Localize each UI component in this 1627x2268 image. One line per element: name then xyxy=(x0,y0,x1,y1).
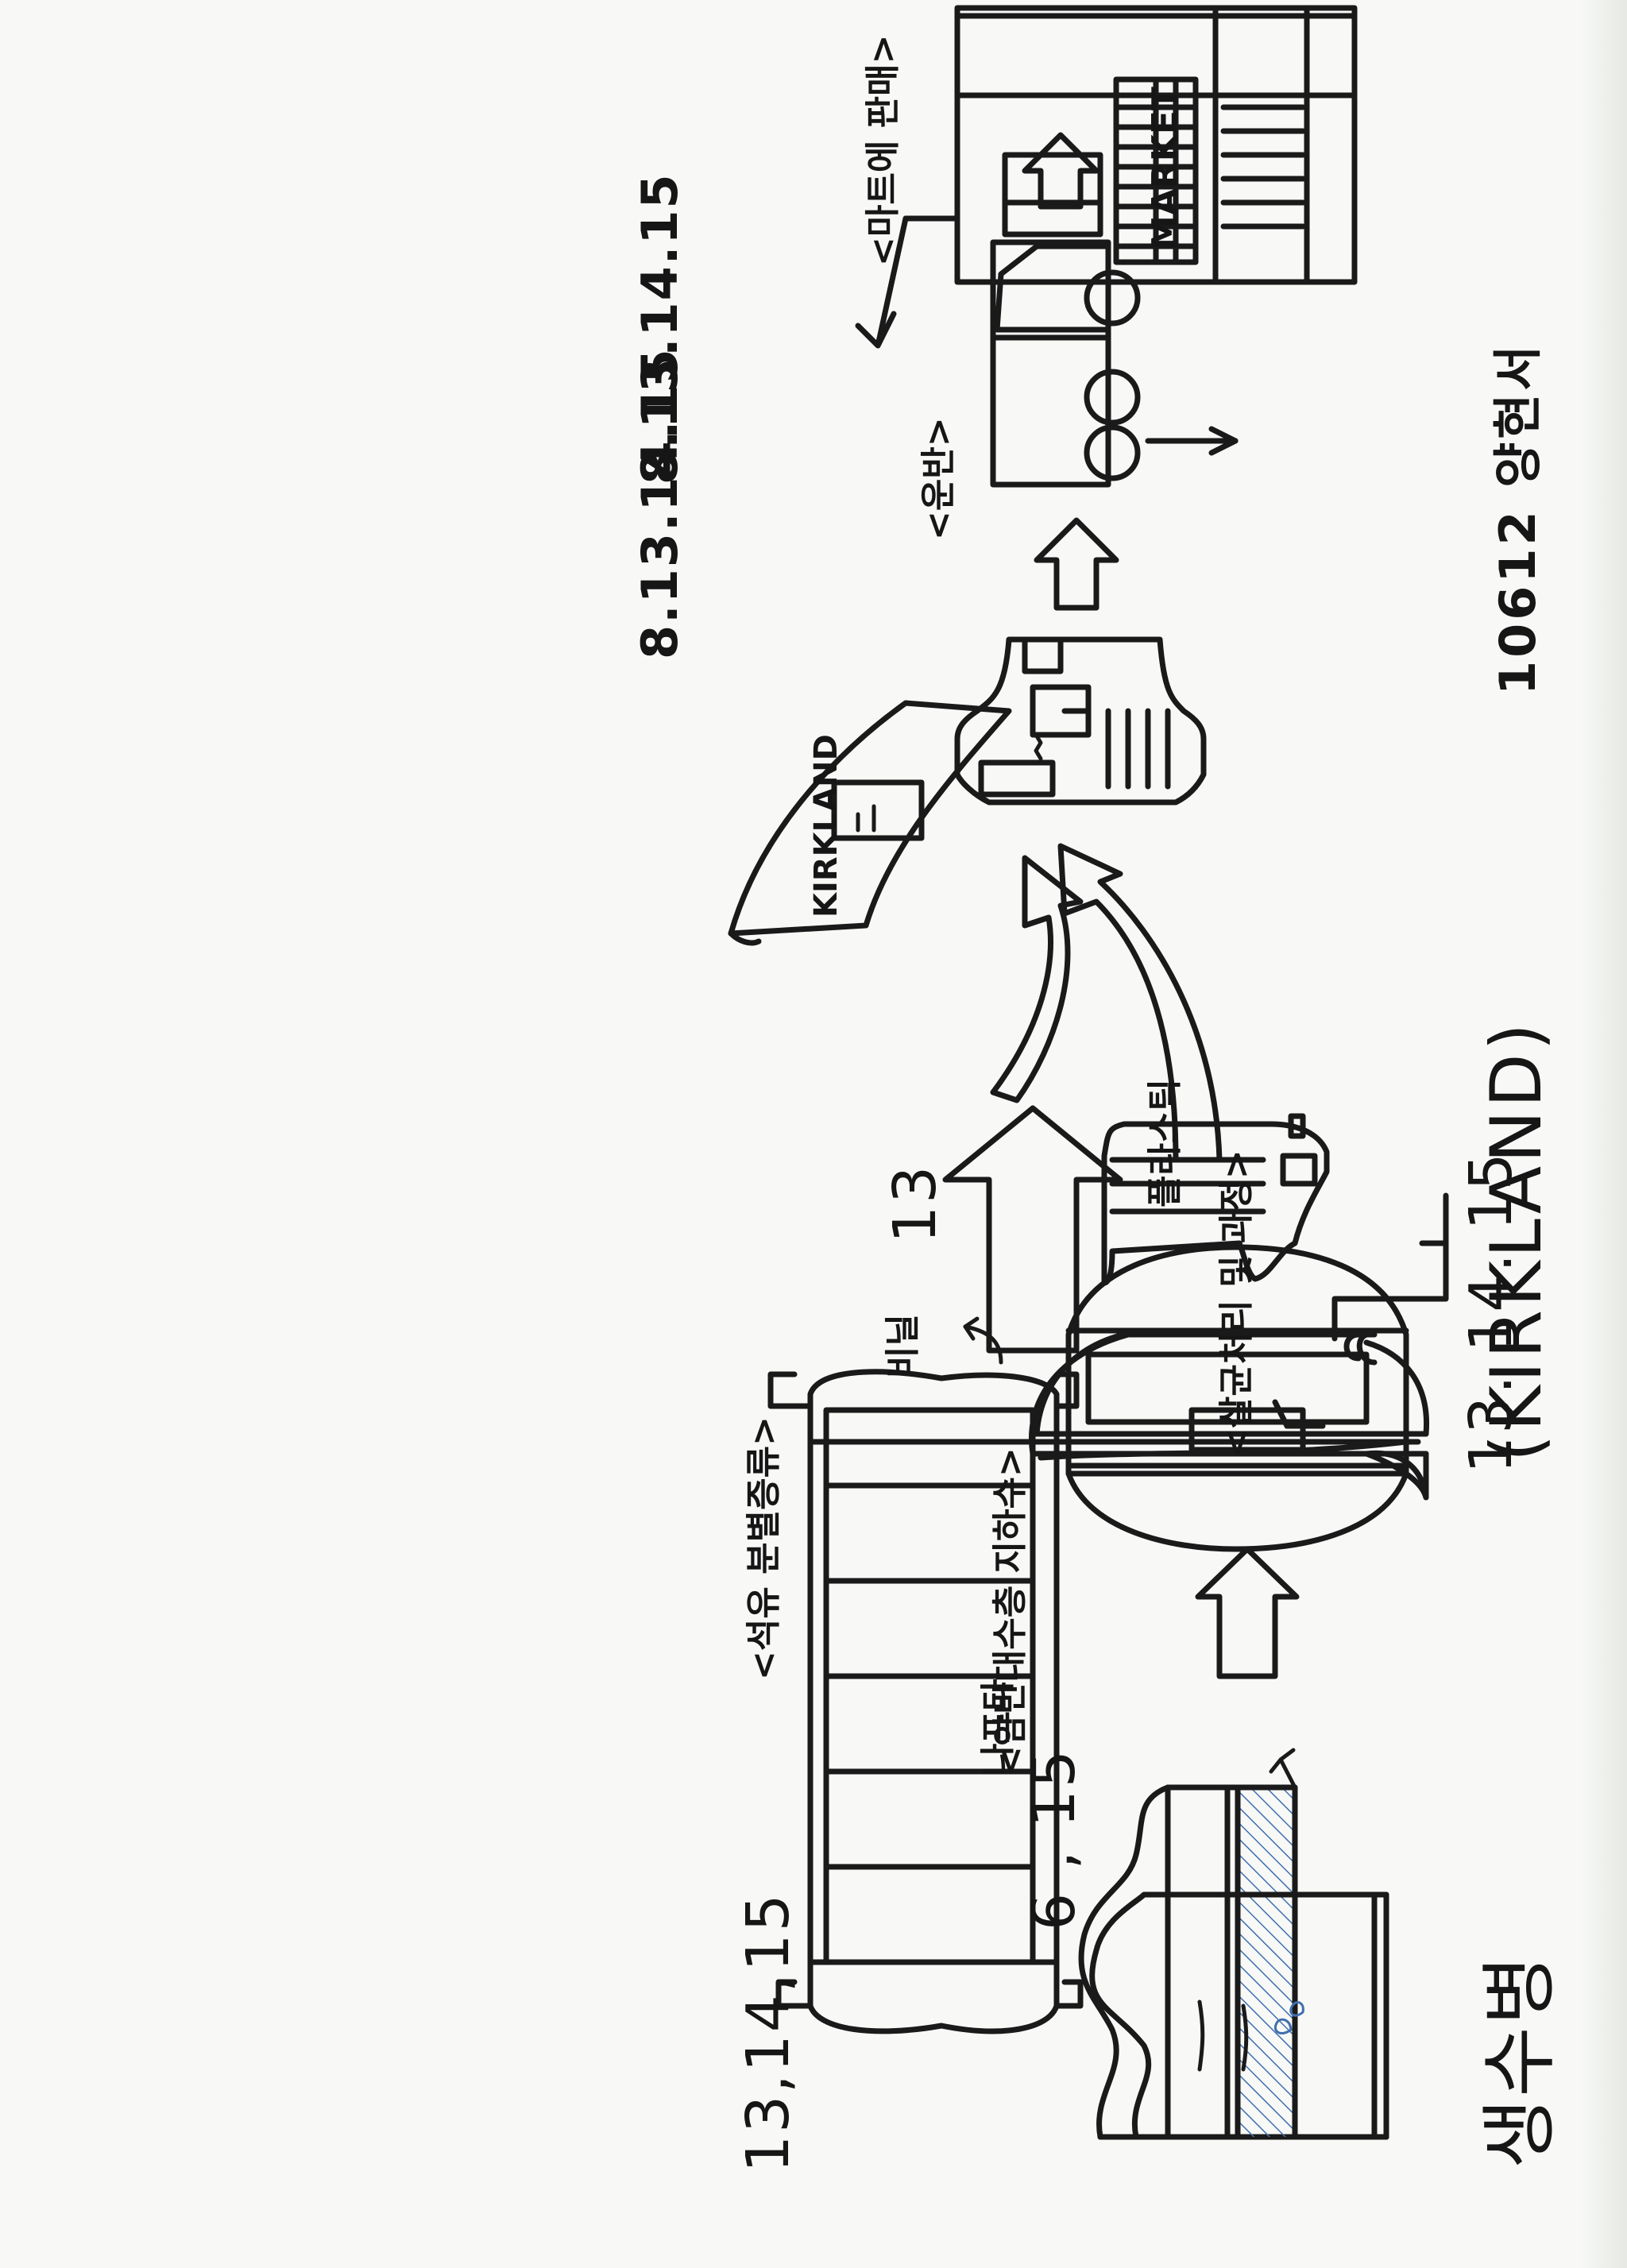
vinyl-label: 비닐 xyxy=(883,1314,923,1378)
market-building xyxy=(855,5,1358,349)
water-bottle-finished xyxy=(954,636,1207,806)
arrow-naphtha-to-parts xyxy=(942,1105,1123,1354)
purify-number: 13 xyxy=(881,1163,949,1243)
arrow-tank-to-bottle xyxy=(1057,843,1223,1163)
arrow-truck-to-market xyxy=(1022,132,1099,210)
market-numbers: 8.13.14.15 xyxy=(631,172,689,485)
title: 생수병 xyxy=(1475,1953,1564,2169)
truck xyxy=(990,239,1239,488)
aquifer-drawing xyxy=(1078,1748,1389,2140)
transport-label: <운반> xyxy=(918,417,959,540)
vinyl-label-drawing xyxy=(728,700,1012,946)
parts-numbers: 13. 14. 15 xyxy=(1457,1150,1525,1474)
naphtha-tank-text: 나프타 xyxy=(978,1679,1018,1775)
arrow-parts-to-bottle xyxy=(990,855,1084,1103)
arrow-bottle-to-truck xyxy=(1034,517,1119,611)
arrow-aquifer-to-tank xyxy=(1195,1546,1300,1679)
plastic-bottle-body xyxy=(1101,1113,1330,1286)
vinyl-brand: KIRKLAND xyxy=(808,734,844,918)
market-label: <마트에 판매> xyxy=(863,34,903,266)
paper-edge-shadow xyxy=(1579,0,1627,2268)
source-numbers: 6 , 15 xyxy=(1020,1748,1088,1930)
purify-label: <살균처리 및 과정> xyxy=(1216,1149,1257,1458)
naphtha-numbers: 13,14,15 xyxy=(734,1891,802,2173)
plastic-label: 플라스틱 xyxy=(1145,1079,1185,1207)
naphtha-label: <석유 분별증류> xyxy=(744,1416,784,1680)
market-sign: MARKET xyxy=(1145,87,1185,250)
naphtha-column xyxy=(767,1316,1084,2034)
author-id: 10612 양현서 xyxy=(1489,342,1547,695)
